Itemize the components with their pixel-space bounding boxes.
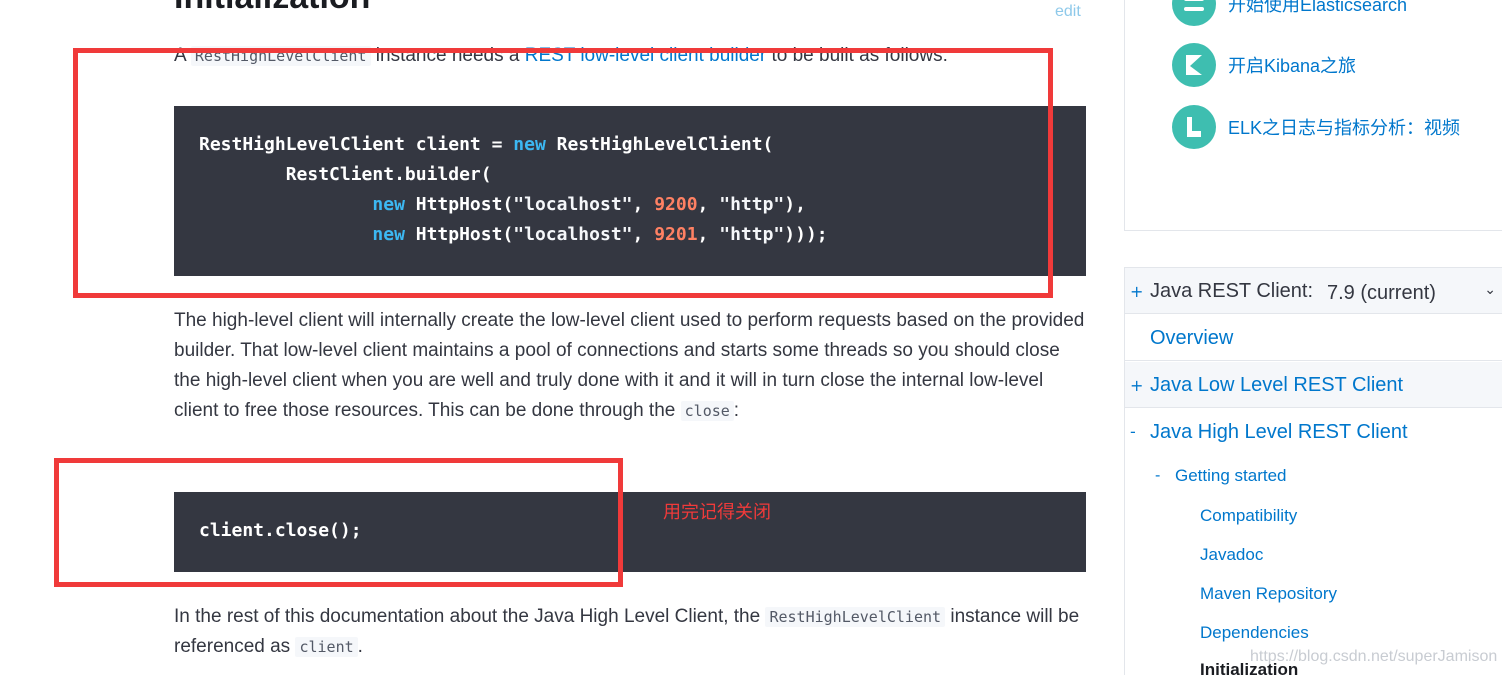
- code-token: RestHighLevelClient(: [545, 134, 774, 155]
- close-paragraph-suffix: :: [733, 400, 740, 421]
- intro-class-code: RestHighLevelClient: [190, 46, 371, 66]
- toc-overview[interactable]: Overview: [1150, 327, 1234, 349]
- rest-paragraph: In the rest of this documentation about …: [174, 602, 1089, 662]
- kibana-icon: [1172, 43, 1216, 87]
- toc-panel: [1124, 267, 1502, 675]
- code-token: )));: [784, 224, 828, 245]
- rest-class-code: RestHighLevelClient: [765, 607, 946, 627]
- code-number: 9201: [654, 224, 698, 245]
- edit-link[interactable]: edit: [1055, 3, 1081, 20]
- expand-icon[interactable]: +: [1130, 282, 1144, 301]
- toc-initialization[interactable]: Initialization: [1200, 660, 1299, 675]
- code-string: "localhost": [513, 194, 633, 215]
- code-token: ,: [697, 224, 720, 245]
- toc-getting-started[interactable]: Getting started: [1175, 466, 1287, 485]
- code-token: HttpHost(: [404, 194, 514, 215]
- promo-label: 开始使用Elasticsearch: [1228, 0, 1408, 15]
- code-token: HttpHost(: [404, 224, 514, 245]
- intro-paragraph: A RestHighLevelClient instance needs a R…: [174, 41, 1089, 71]
- toc-row-overview: [1125, 315, 1502, 361]
- code-token: RestHighLevelClient client =: [199, 134, 514, 155]
- rest-suffix: .: [357, 636, 363, 657]
- toc-high-level-client[interactable]: Java High Level REST Client: [1150, 421, 1408, 443]
- code-block-init: RestHighLevelClient client = new RestHig…: [174, 106, 1086, 276]
- page-title: Initialization: [174, 0, 370, 17]
- intro-prefix: A: [174, 45, 191, 66]
- promo-kibana[interactable]: 开启Kibana之旅: [1172, 43, 1356, 87]
- code-line-close: client.close();: [199, 520, 362, 541]
- toc-row-low-level: [1125, 362, 1502, 408]
- code-number: 9200: [654, 194, 698, 215]
- low-level-builder-link[interactable]: REST low-level client builder: [524, 45, 767, 66]
- code-token: ,: [632, 224, 655, 245]
- toc-dependencies[interactable]: Dependencies: [1200, 623, 1309, 642]
- code-token: ,: [632, 194, 655, 215]
- code-string: "http": [719, 194, 785, 215]
- code-string: "localhost": [513, 224, 633, 245]
- intro-suffix: to be built as follows:: [766, 45, 948, 66]
- toc-low-level-client[interactable]: Java Low Level REST Client: [1150, 374, 1404, 396]
- code-keyword: new: [372, 194, 405, 215]
- code-line-3: new HttpHost("localhost", 9200, "http"),: [199, 194, 806, 215]
- intro-middle: instance needs a: [370, 45, 525, 66]
- chevron-down-icon: ⌄: [1484, 281, 1496, 297]
- watermark: https://blog.csdn.net/superJamison: [1250, 648, 1498, 665]
- code-line-4: new HttpHost("localhost", 9201, "http"))…: [199, 224, 828, 245]
- version-select-value: 7.9 (current): [1327, 281, 1436, 304]
- version-select[interactable]: 7.9 (current) ⌄: [1322, 279, 1502, 307]
- close-paragraph: The high-level client will internally cr…: [174, 306, 1089, 426]
- code-string: "http": [719, 224, 785, 245]
- collapse-icon[interactable]: -: [1130, 422, 1136, 441]
- toc-javadoc[interactable]: Javadoc: [1200, 545, 1264, 564]
- code-line-2: RestClient.builder(: [199, 164, 492, 185]
- rest-prefix: In the rest of this documentation about …: [174, 606, 766, 627]
- expand-icon[interactable]: +: [1130, 376, 1144, 395]
- code-line-1: RestHighLevelClient client = new RestHig…: [199, 134, 773, 155]
- promo-panel: [1124, 0, 1502, 231]
- promo-label: 开启Kibana之旅: [1228, 56, 1357, 76]
- promo-label: ELK之日志与指标分析：视频: [1228, 118, 1461, 138]
- rest-middle: instance will be referenced as: [174, 606, 1080, 657]
- toc-compatibility[interactable]: Compatibility: [1200, 506, 1298, 525]
- code-keyword: new: [513, 134, 546, 155]
- close-paragraph-text: The high-level client will internally cr…: [174, 310, 1085, 421]
- promo-elasticsearch[interactable]: 开始使用Elasticsearch: [1172, 0, 1407, 26]
- promo-logs[interactable]: ELK之日志与指标分析：视频: [1172, 105, 1460, 149]
- toc-maven-repository[interactable]: Maven Repository: [1200, 584, 1338, 603]
- code-keyword: new: [372, 224, 405, 245]
- toc-version-label: Java REST Client:: [1150, 280, 1314, 302]
- logs-icon: [1172, 105, 1216, 149]
- code-block-close: client.close();: [174, 492, 1086, 572]
- rest-client-code: client: [295, 637, 358, 657]
- code-token: ,: [697, 194, 720, 215]
- annotation-note: 用完记得关闭: [663, 502, 771, 522]
- close-code: close: [680, 401, 734, 421]
- collapse-icon[interactable]: -: [1155, 467, 1161, 484]
- code-token: ),: [784, 194, 806, 215]
- elasticsearch-icon: [1172, 0, 1216, 26]
